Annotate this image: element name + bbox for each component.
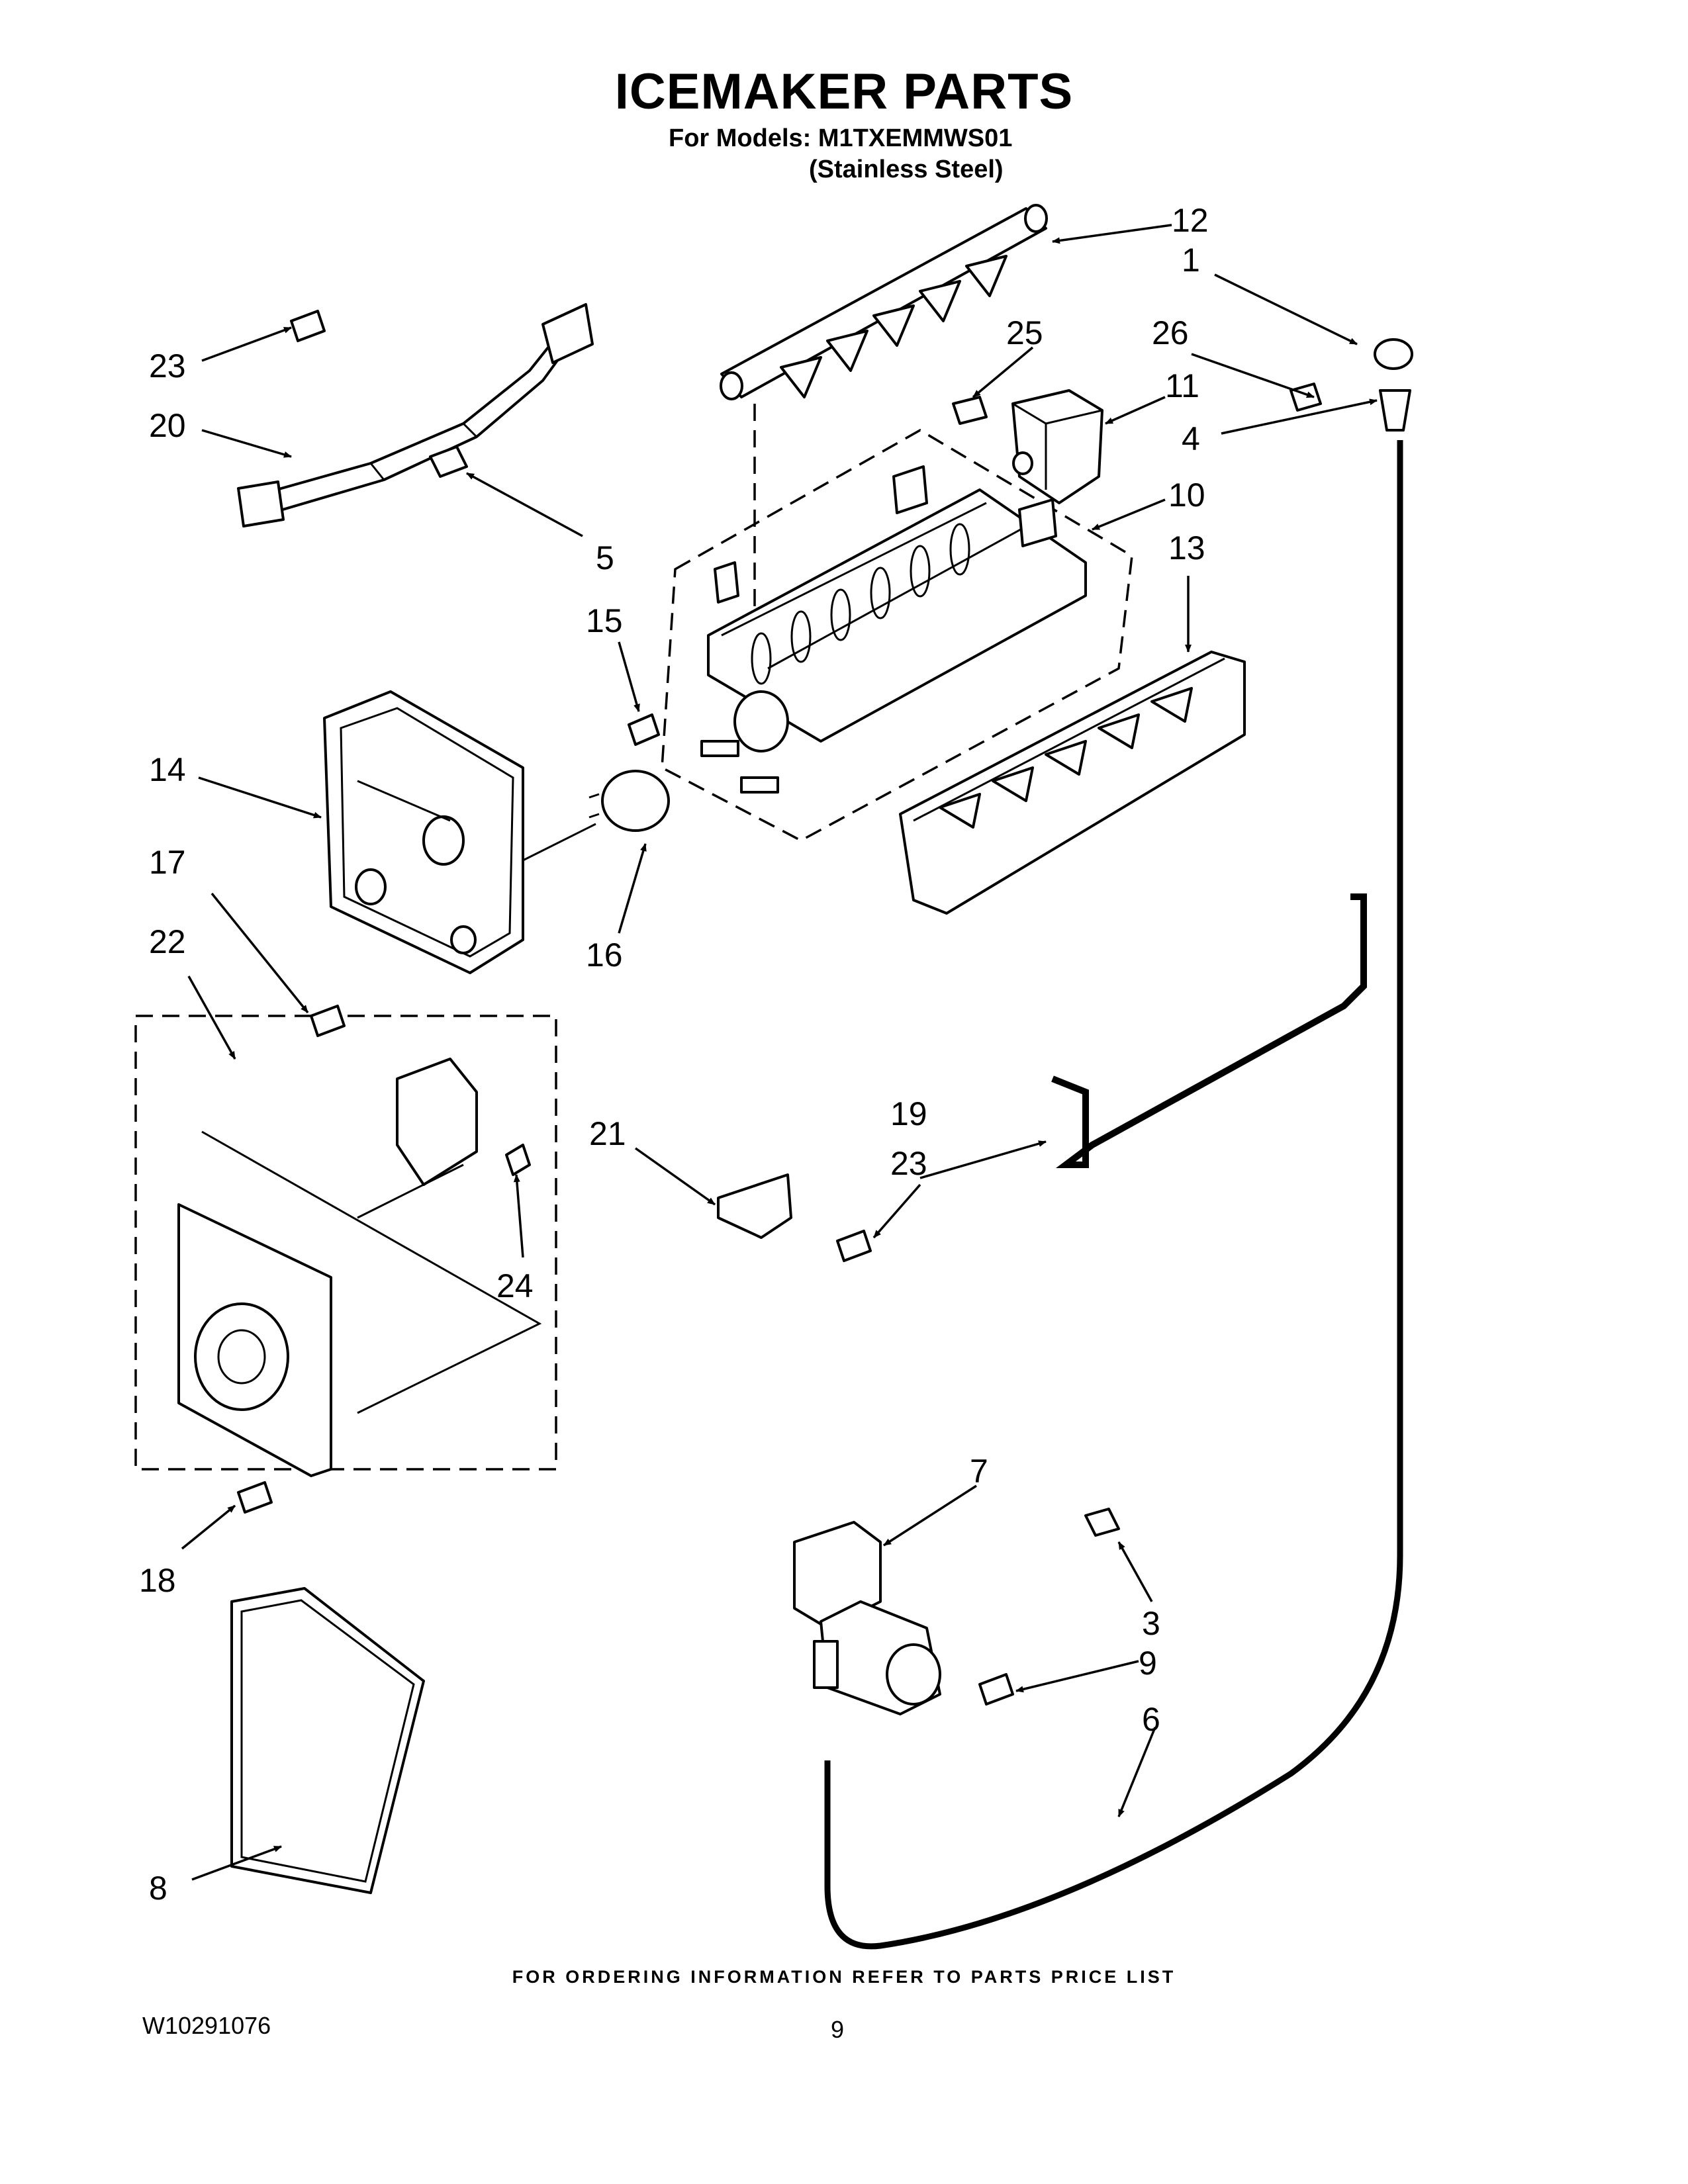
part-4-tube-fitting xyxy=(1379,389,1411,432)
callout-5: 5 xyxy=(596,539,614,576)
callout-8: 8 xyxy=(149,1870,167,1907)
model-line: For Models: M1TXEMMWS01 xyxy=(669,124,1013,152)
screw-26 xyxy=(1289,383,1322,412)
screw-17 xyxy=(310,1005,346,1037)
callout-25: 25 xyxy=(1006,314,1043,351)
callout-9: 9 xyxy=(1139,1645,1157,1682)
part-22-outline xyxy=(134,1015,557,1471)
callout-19: 19 xyxy=(890,1095,927,1132)
callout-3: 3 xyxy=(1142,1605,1160,1642)
part-10-outline xyxy=(661,428,1133,842)
callout-22: 22 xyxy=(149,923,186,960)
callout-6: 6 xyxy=(1142,1701,1160,1738)
part-20-wire-harness xyxy=(237,303,594,527)
callout-17: 17 xyxy=(149,844,186,881)
screw-25 xyxy=(952,396,988,425)
part-6-water-tube xyxy=(824,440,1403,1950)
part-7-water-valve xyxy=(793,1521,941,1715)
part-10-mold xyxy=(700,465,1087,794)
part-21-cover xyxy=(717,1173,792,1239)
callout-14: 14 xyxy=(149,751,186,788)
screw-24 xyxy=(505,1144,531,1176)
callout-11: 11 xyxy=(1165,367,1199,404)
callout-18: 18 xyxy=(139,1562,176,1599)
callout-4: 4 xyxy=(1182,420,1200,457)
ordering-note: FOR ORDERING INFORMATION REFER TO PARTS … xyxy=(512,1967,1176,1987)
part-1-clamp xyxy=(1374,338,1413,370)
part-22-module xyxy=(177,1058,542,1477)
part-3-clip xyxy=(1084,1508,1120,1537)
part-14-housing xyxy=(323,690,524,974)
callout-7: 7 xyxy=(970,1453,988,1490)
callout-21: 21 xyxy=(589,1115,626,1152)
screw-9 xyxy=(978,1673,1014,1706)
callout-26: 26 xyxy=(1152,314,1189,351)
leader-lines xyxy=(181,224,1378,1881)
callout-12: 12 xyxy=(1172,202,1209,239)
callout-23-mid: 23 xyxy=(890,1145,927,1182)
part-11-fill-cup xyxy=(1011,389,1103,504)
callout-10: 10 xyxy=(1168,477,1205,514)
part-5-clip xyxy=(429,445,468,478)
page-number: 9 xyxy=(831,2016,845,2043)
part-16-thermostat xyxy=(588,770,670,832)
screw-18 xyxy=(237,1481,273,1514)
part-13-stripper xyxy=(899,651,1246,915)
model-variant: (Stainless Steel) xyxy=(809,156,1004,183)
callout-13: 13 xyxy=(1168,529,1205,567)
callout-1: 1 xyxy=(1182,242,1200,279)
part-15-clip xyxy=(628,713,660,746)
screw-23-top xyxy=(290,310,326,342)
part-12-ejector xyxy=(720,204,1048,400)
callout-16: 16 xyxy=(586,936,623,974)
callout-20: 20 xyxy=(149,407,186,444)
screw-23-mid xyxy=(836,1230,872,1262)
document-number: W10291076 xyxy=(142,2012,271,2039)
callout-24: 24 xyxy=(496,1267,534,1304)
callout-15: 15 xyxy=(586,602,623,639)
page-title: ICEMAKER PARTS xyxy=(614,64,1074,120)
part-8-frame xyxy=(230,1587,425,1894)
part-19-shutoff-arm xyxy=(1051,893,1367,1168)
callout-23-top: 23 xyxy=(149,347,186,385)
